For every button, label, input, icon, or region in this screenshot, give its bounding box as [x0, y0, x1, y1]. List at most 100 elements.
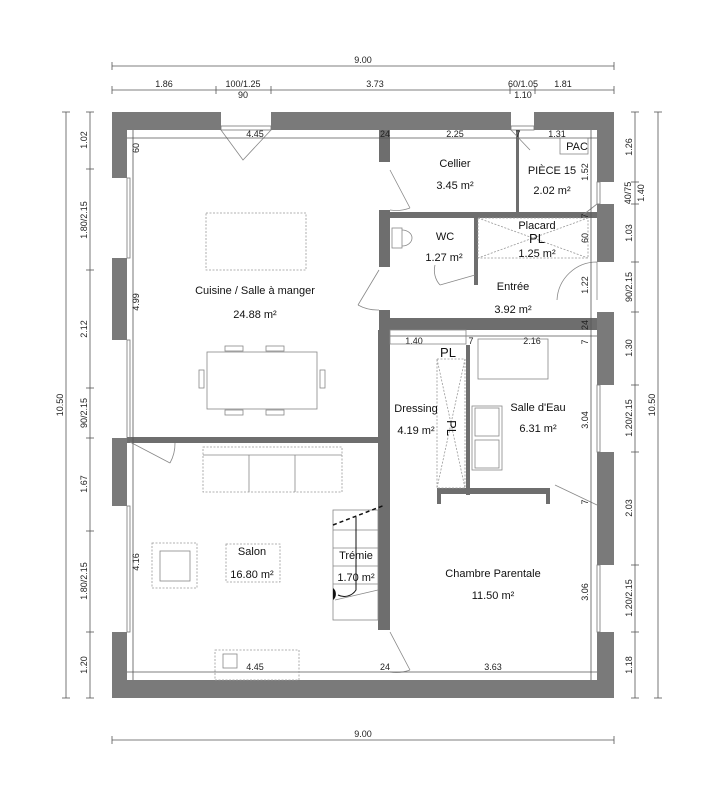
svg-text:1.80/2.15: 1.80/2.15	[79, 201, 89, 239]
svg-text:7: 7	[580, 499, 590, 504]
svg-text:60: 60	[131, 143, 141, 153]
dim-bottom-total: 9.00	[354, 729, 372, 739]
inner-dims: 4.45 24 2.25 7 1.31 4.45 24 3.63 60 4.99…	[131, 129, 590, 672]
dim-top: 60/1.05	[508, 79, 538, 89]
sofa	[202, 446, 343, 493]
room-area: 3.92 m²	[494, 304, 532, 316]
room-name: PIÈCE 15	[528, 164, 576, 177]
svg-text:24: 24	[580, 320, 590, 330]
left-dim-chain: 1.02 1.80/2.15 2.12 90/2.15 1.67 1.80/2.…	[79, 131, 89, 674]
dimension-lines	[62, 62, 662, 744]
svg-text:1.02: 1.02	[79, 131, 89, 149]
pl-label: PL	[444, 420, 459, 436]
room-area: 16.80 m²	[230, 569, 274, 581]
svg-text:24: 24	[380, 129, 390, 139]
room-name: Chambre Parentale	[445, 568, 540, 580]
dim-top: 100/1.25	[225, 79, 260, 89]
svg-text:1.67: 1.67	[79, 475, 89, 493]
svg-text:4.16: 4.16	[131, 553, 141, 571]
salon-label-box	[225, 543, 281, 583]
room-name: Cellier	[439, 158, 471, 170]
room-area: 1.25 m²	[518, 248, 556, 260]
svg-text:60: 60	[580, 233, 590, 243]
room-area: 1.27 m²	[425, 252, 463, 264]
svg-text:2.03: 2.03	[624, 499, 634, 517]
svg-text:40/75: 40/75	[623, 182, 633, 205]
svg-text:7: 7	[580, 213, 590, 218]
right-dim-chain: 1.26 40/75 1.40 1.03 90/2.15 1.30 1.20/2…	[623, 138, 646, 674]
room-area: 2.02 m²	[533, 185, 571, 197]
room-area: 4.19 m²	[397, 425, 435, 437]
dim-top: 1.81	[554, 79, 572, 89]
doors	[129, 129, 598, 673]
svg-text:1.52: 1.52	[580, 163, 590, 181]
pac-label: PAC	[566, 141, 588, 153]
svg-text:1.30: 1.30	[624, 339, 634, 357]
svg-text:90/2.15: 90/2.15	[79, 398, 89, 428]
room-name: Entrée	[497, 281, 529, 293]
dining-table	[206, 351, 318, 410]
svg-text:1.80/2.15: 1.80/2.15	[79, 562, 89, 600]
svg-text:3.63: 3.63	[484, 662, 502, 672]
room-area: 3.45 m²	[436, 180, 474, 192]
interior-walls	[127, 130, 597, 630]
svg-text:2.25: 2.25	[446, 129, 464, 139]
armchair	[151, 542, 198, 589]
svg-text:4.99: 4.99	[131, 293, 141, 311]
dim-top-total: 9.00	[354, 55, 372, 65]
exterior-walls	[112, 112, 614, 698]
room-name: Salle d'Eau	[510, 402, 565, 414]
room-name: Placard	[518, 220, 555, 232]
pl-label: PL	[529, 231, 545, 246]
svg-text:7: 7	[515, 129, 520, 139]
pl-label: PL	[440, 345, 456, 360]
svg-text:90/2.15: 90/2.15	[624, 272, 634, 302]
svg-text:1.18: 1.18	[624, 656, 634, 674]
svg-text:1.20: 1.20	[79, 656, 89, 674]
placard	[477, 217, 589, 259]
dim-left-total: 10.50	[55, 394, 65, 417]
svg-text:2.12: 2.12	[79, 320, 89, 338]
room-area: 24.88 m²	[233, 309, 277, 321]
room-labels: Cuisine / Salle à manger 24.88 m² Cellie…	[195, 141, 588, 602]
dining-chairs	[198, 345, 326, 416]
svg-text:1.40: 1.40	[405, 336, 423, 346]
svg-text:1.31: 1.31	[548, 129, 566, 139]
shower	[477, 338, 549, 380]
room-name: Dressing	[394, 403, 437, 415]
dim-top: 1.86	[155, 79, 173, 89]
svg-text:24: 24	[380, 662, 390, 672]
furniture	[151, 137, 589, 681]
kitchen-island	[205, 212, 307, 271]
svg-text:3.04: 3.04	[580, 411, 590, 429]
tv-unit	[214, 649, 300, 681]
inner-dimension-lines	[127, 130, 597, 680]
svg-text:3.06: 3.06	[580, 583, 590, 601]
svg-text:1.03: 1.03	[624, 224, 634, 242]
closet-pl	[389, 329, 467, 345]
svg-text:4.45: 4.45	[246, 662, 264, 672]
svg-text:1.20/2.15: 1.20/2.15	[624, 579, 634, 617]
svg-text:1.40: 1.40	[636, 184, 646, 202]
room-name: WC	[436, 231, 454, 243]
svg-text:1.20/2.15: 1.20/2.15	[624, 399, 634, 437]
room-area: 6.31 m²	[519, 423, 557, 435]
svg-text:7: 7	[580, 339, 590, 344]
dim-right-total: 10.50	[647, 394, 657, 417]
dim-top: 90	[238, 90, 248, 100]
room-area: 11.50 m²	[472, 590, 515, 602]
room-name: Trémie	[339, 550, 373, 562]
staircase	[332, 509, 379, 621]
svg-text:2.16: 2.16	[523, 336, 541, 346]
dim-top: 1.10	[514, 90, 532, 100]
room-name: Salon	[238, 546, 266, 558]
dim-top: 3.73	[366, 79, 384, 89]
room-area: 1.70 m²	[337, 572, 375, 584]
pac-unit	[559, 137, 589, 155]
svg-text:4.45: 4.45	[246, 129, 264, 139]
windows	[126, 125, 601, 633]
svg-text:1.26: 1.26	[624, 138, 634, 156]
toilet	[391, 227, 403, 249]
svg-text:1.22: 1.22	[580, 276, 590, 294]
